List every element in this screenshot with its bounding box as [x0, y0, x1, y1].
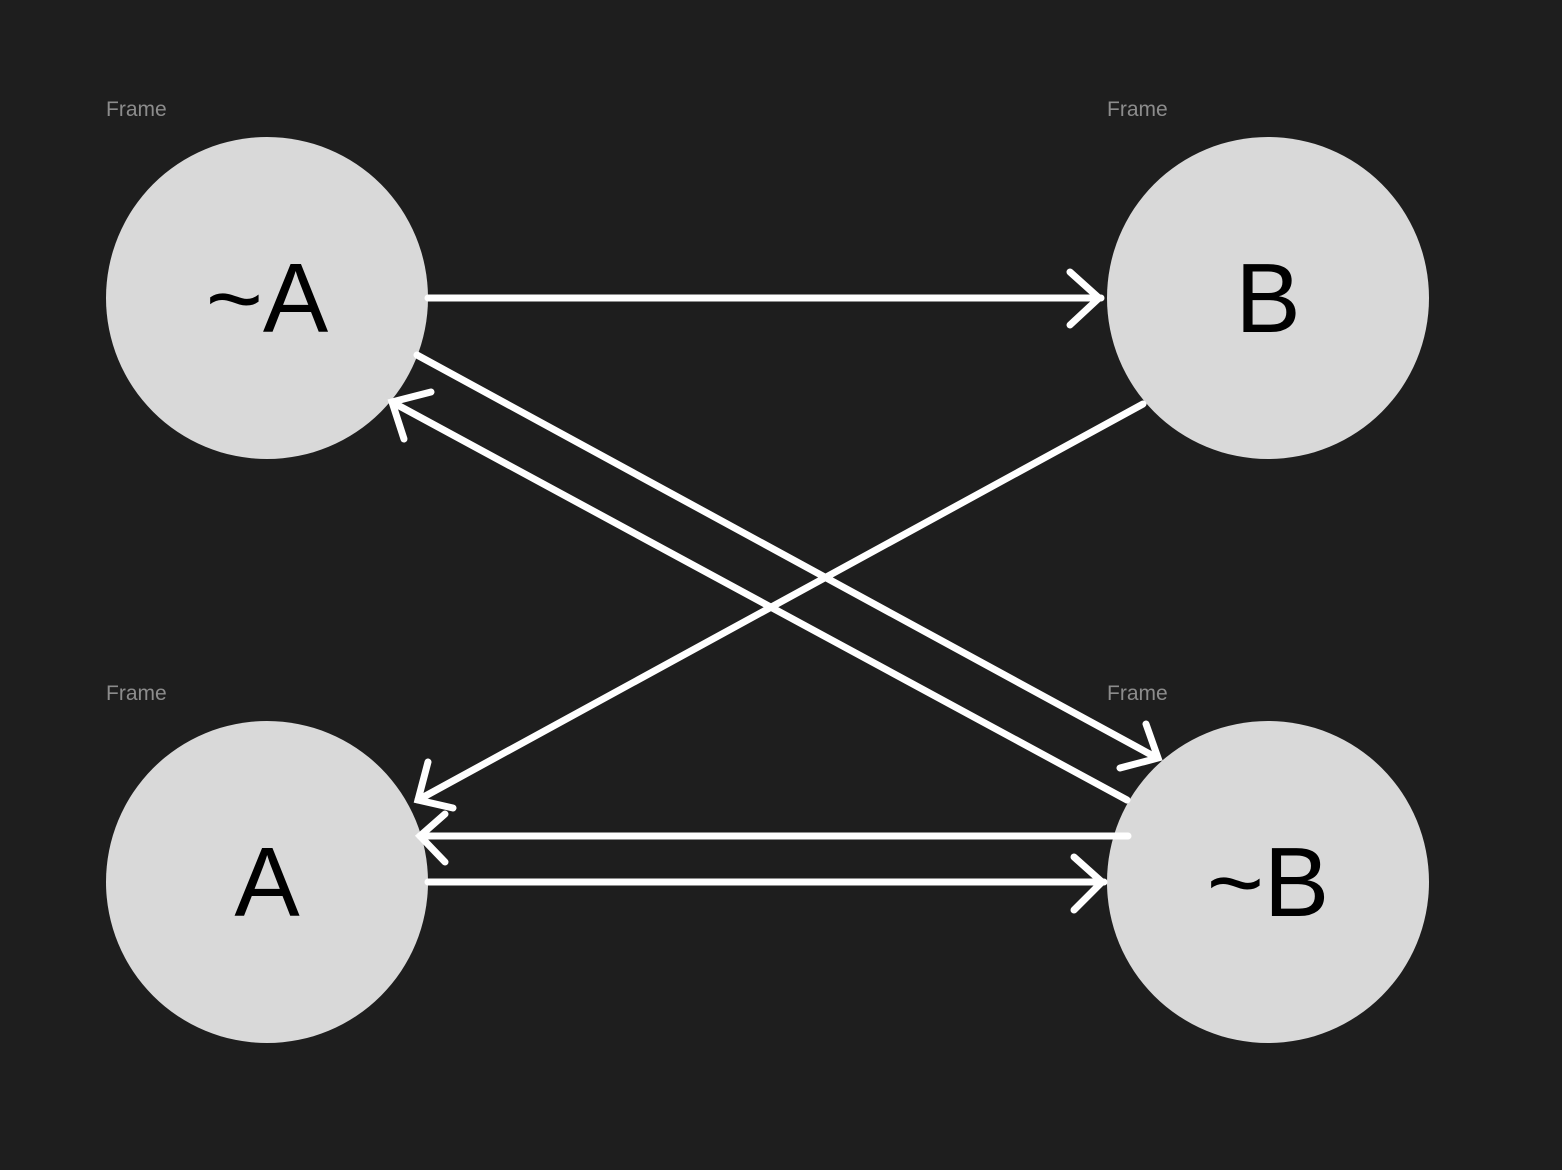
arrowhead-icon [1066, 268, 1105, 329]
edge-not-b-to-a[interactable] [414, 810, 1132, 866]
node-not-a-label: ~A [205, 243, 329, 353]
frame-label-not-a: Frame [106, 98, 167, 121]
arrowhead-icon [414, 810, 449, 866]
node-not-b[interactable]: ~B [1107, 721, 1429, 1043]
arrowhead-icon [1116, 720, 1163, 772]
frame-label-b: Frame [1107, 98, 1168, 121]
node-b-label: B [1235, 243, 1301, 353]
node-a[interactable]: A [106, 721, 428, 1043]
node-a-label: A [234, 827, 300, 937]
node-not-a[interactable]: ~A [106, 137, 428, 459]
arrowhead-icon [1070, 853, 1108, 914]
frame-label-not-b: Frame [1107, 682, 1168, 705]
edge-a-to-not-b[interactable] [424, 853, 1108, 914]
edge-not-a-to-b[interactable] [424, 268, 1105, 329]
frame-label-a: Frame [106, 682, 167, 705]
node-not-b-label: ~B [1206, 827, 1330, 937]
edge-b-to-a[interactable] [413, 400, 1147, 812]
edge-not-b-to-not-a[interactable] [387, 388, 1131, 804]
edge-not-a-to-not-b[interactable] [413, 351, 1163, 772]
node-b[interactable]: B [1107, 137, 1429, 459]
arrowhead-icon [387, 388, 435, 443]
arrowhead-icon [413, 758, 457, 812]
